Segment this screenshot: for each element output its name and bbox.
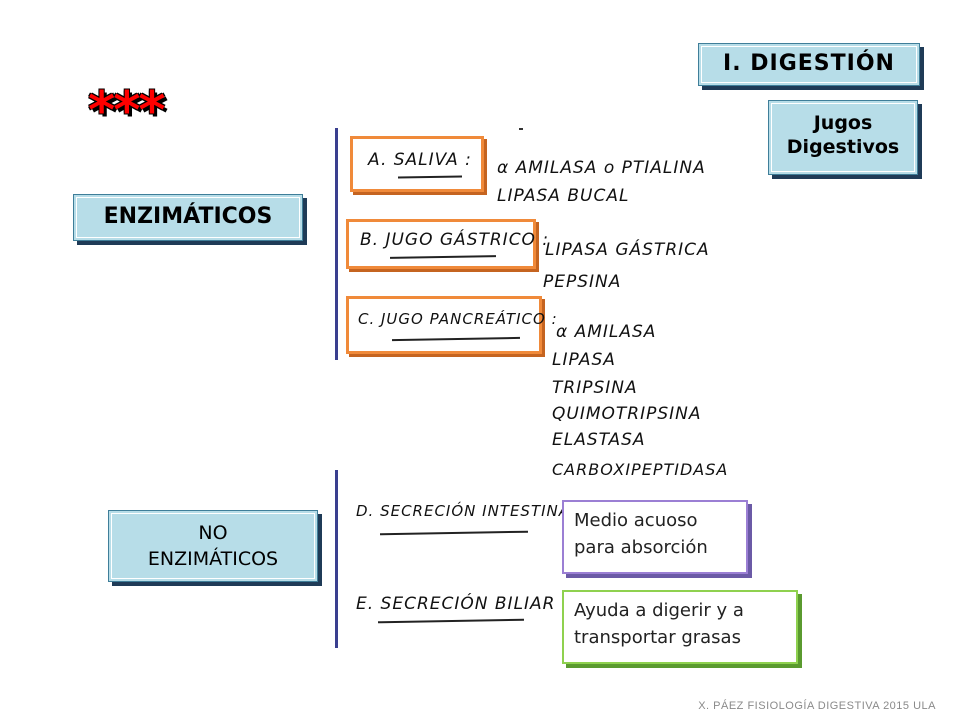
jugos-digestivos-box: Jugos Digestivos — [768, 100, 918, 175]
jugo-gastrico-enzyme-1: LIPASA GÁSTRICA — [545, 240, 710, 260]
pancreatico-enzyme-1: α AMILASA — [556, 322, 657, 342]
jugos-line1: Jugos — [813, 112, 873, 134]
ayuda-line1: Ayuda a digerir y a — [574, 600, 744, 621]
ayuda-digerir-note: Ayuda a digerir y a transportar grasas — [562, 590, 798, 664]
footer-credit: X. PÁEZ FISIOLOGÍA DIGESTIVA 2015 ULA — [698, 700, 936, 712]
medio-acuoso-note: Medio acuoso para absorción — [562, 500, 748, 574]
jugo-gastrico-label: B. JUGO GÁSTRICO : — [360, 230, 550, 250]
no-enz-line2: ENZIMÁTICOS — [147, 548, 279, 570]
pancreatico-enzyme-3: TRIPSINA — [552, 378, 638, 398]
secrecion-biliar-label: E. SECRECIÓN BILIAR : — [356, 594, 569, 614]
jugo-pancreatico-box — [346, 296, 542, 354]
pancreatico-enzyme-5: ELASTASA — [552, 430, 646, 450]
secrecion-intestinal-underline — [379, 530, 529, 536]
pancreatico-enzyme-6: CARBOXIPEPTIDASA — [552, 460, 729, 479]
no-enzimaticos-bracket-line — [335, 470, 338, 648]
jugo-gastrico-enzyme-2: PEPSINA — [543, 272, 622, 292]
jugo-pancreatico-label: C. JUGO PANCREÁTICO : — [358, 310, 558, 328]
tick-mark — [519, 128, 523, 130]
saliva-enzyme-1: α AMILASA o PTIALINA — [497, 158, 706, 178]
secrecion-biliar-underline — [377, 618, 525, 624]
enzimaticos-box: ENZIMÁTICOS — [73, 194, 303, 241]
no-enz-line1: NO — [198, 522, 228, 544]
stars-marker: *** — [88, 81, 166, 141]
saliva-label: A. SALIVA : — [368, 150, 472, 170]
jugo-gastrico-box — [346, 219, 536, 269]
pancreatico-enzyme-2: LIPASA — [552, 350, 616, 370]
section-title: I. DIGESTIÓN — [698, 43, 920, 86]
no-enzimaticos-box: NO ENZIMÁTICOS — [108, 510, 318, 582]
medio-acuoso-line2: para absorción — [574, 537, 708, 558]
ayuda-line2: transportar grasas — [574, 627, 741, 648]
saliva-enzyme-2: LIPASA BUCAL — [497, 186, 630, 206]
secrecion-intestinal-label: D. SECRECIÓN INTESTINAL — [356, 502, 580, 520]
medio-acuoso-line1: Medio acuoso — [574, 510, 698, 531]
jugos-line2: Digestivos — [786, 136, 900, 158]
enzimaticos-bracket-line — [335, 128, 338, 360]
pancreatico-enzyme-4: QUIMOTRIPSINA — [552, 404, 702, 424]
saliva-box — [350, 136, 484, 192]
